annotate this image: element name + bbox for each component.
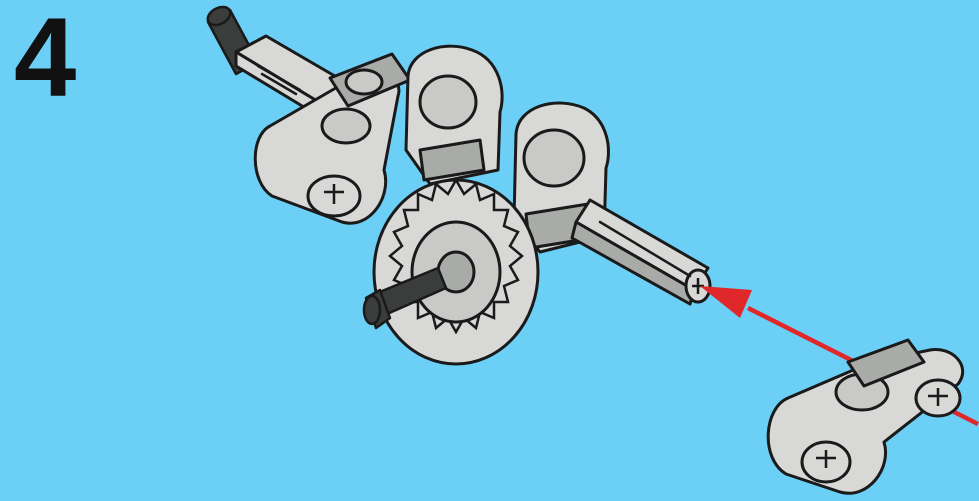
gear-24-tooth <box>374 180 538 364</box>
vertical-beam-1 <box>406 46 502 184</box>
grey-axle <box>572 200 710 304</box>
loose-double-beam <box>768 340 962 493</box>
